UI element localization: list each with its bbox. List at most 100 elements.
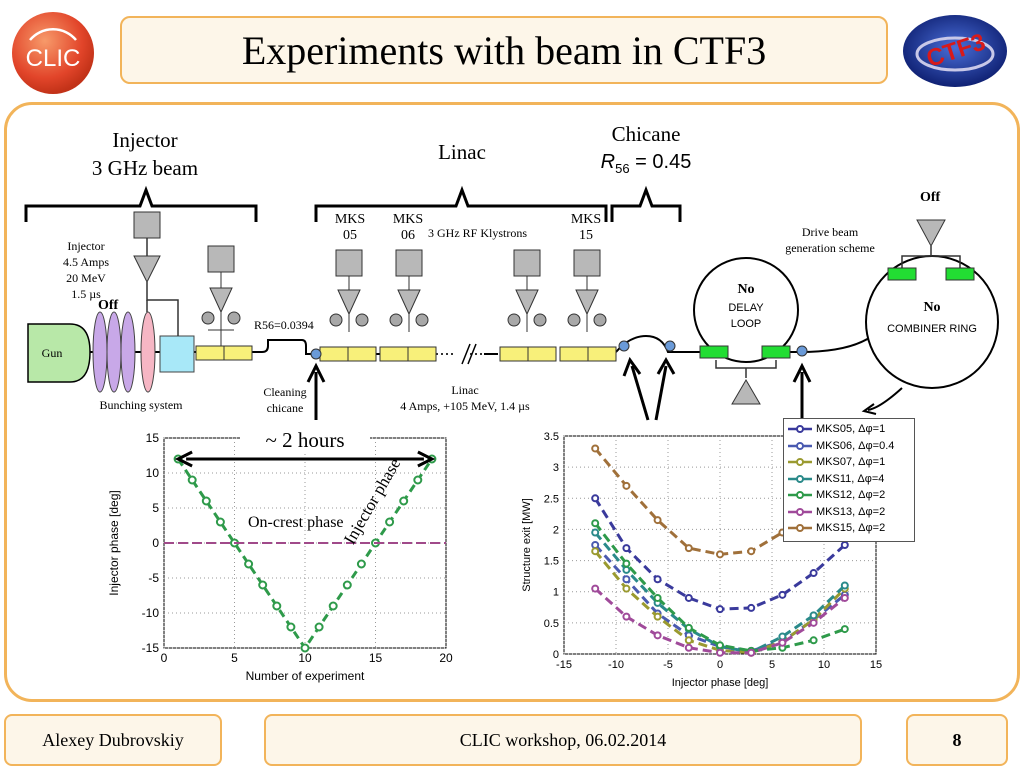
legend-label: MKS06, Δφ=0.4 <box>816 439 895 452</box>
legend-label: MKS07, Δφ=1 <box>816 456 886 469</box>
x-tick-label: 20 <box>439 651 453 665</box>
injector-klystron-icon <box>133 211 161 239</box>
y-tick-label: 5 <box>152 501 159 515</box>
accelerating-structure-icon <box>223 345 253 361</box>
y-tick-label: -15 <box>142 641 160 655</box>
x-axis-label: Number of experiment <box>246 669 365 683</box>
data-point <box>747 547 756 556</box>
x-tick-label: -10 <box>608 659 624 671</box>
data-point <box>653 612 662 621</box>
x-tick-label: 10 <box>818 659 830 671</box>
r56-label: R56=0.0394 <box>254 318 314 332</box>
data-point <box>840 625 849 634</box>
data-point <box>356 559 366 569</box>
legend-entry: MKS15, Δφ=2 <box>788 520 910 537</box>
footer-author: Alexey Dubrovskiy <box>4 714 222 766</box>
legend-swatch-marker <box>796 491 804 500</box>
legend-swatch <box>788 425 812 434</box>
bpm-icon <box>618 340 630 352</box>
data-point <box>622 565 631 574</box>
ctf3-logo: CTF3 <box>902 14 1008 88</box>
linac-specs: Linac 4 Amps, +105 MeV, 1.4 µs <box>400 383 530 413</box>
data-point <box>622 559 631 568</box>
data-point <box>328 601 338 611</box>
data-point <box>684 623 693 632</box>
data-point <box>840 593 849 602</box>
data-point <box>286 622 296 632</box>
data-point <box>591 494 600 503</box>
data-point <box>399 496 409 506</box>
y-tick-label: 0 <box>152 536 159 550</box>
buncher-icon <box>120 311 136 393</box>
legend-label: MKS05, Δφ=1 <box>816 423 886 436</box>
clic-logo-text: CLIC <box>26 45 81 72</box>
beam-line <box>90 261 931 355</box>
buncher-icon <box>92 311 108 393</box>
bunching-label: Bunching system <box>99 398 183 412</box>
y-axis-label: Structure exit [MW] <box>521 498 533 592</box>
legend-entry: MKS12, Δφ=2 <box>788 487 910 504</box>
cleaning-chicane-label: Cleaning chicane <box>263 385 307 415</box>
data-point <box>778 632 787 641</box>
data-point <box>778 638 787 647</box>
injector-specs: Injector 4.5 Amps 20 MeV 1.5 µs <box>62 239 109 301</box>
data-point <box>747 648 756 657</box>
data-point <box>187 475 197 485</box>
klystron-station-mks05 <box>319 249 377 362</box>
data-point <box>258 580 268 590</box>
legend-swatch <box>788 474 812 483</box>
y-tick-label: 10 <box>146 466 160 480</box>
rf-klystrons-label: 3 GHz RF Klystrons <box>428 226 528 240</box>
data-point <box>684 544 693 553</box>
beamline-diagram: Gun <box>24 185 999 421</box>
injector-off-label: Off <box>98 298 119 313</box>
legend-label: MKS15, Δφ=2 <box>816 522 886 535</box>
delay-rf-icon <box>731 379 761 405</box>
arrow-combiner-ring <box>867 387 903 411</box>
data-point <box>201 496 211 506</box>
data-point <box>591 541 600 549</box>
legend-swatch <box>788 524 812 533</box>
delay-loop-ring <box>693 257 799 363</box>
content-frame <box>4 102 1020 702</box>
data-point <box>622 584 631 593</box>
legend-entry: MKS13, Δφ=2 <box>788 504 910 521</box>
linac-break-icon <box>461 343 477 365</box>
data-point <box>244 559 254 569</box>
data-point <box>716 605 724 614</box>
legend-swatch-marker <box>796 458 804 467</box>
legend-entry: MKS06, Δφ=0.4 <box>788 438 910 455</box>
y-tick-label: -5 <box>148 571 159 585</box>
legend-swatch <box>788 507 812 516</box>
delay-loop-status: No <box>737 282 755 297</box>
data-point <box>653 516 662 525</box>
data-point <box>622 612 631 621</box>
data-point <box>716 641 724 650</box>
combiner-ring <box>865 255 999 389</box>
legend-entry: MKS11, Δφ=4 <box>788 471 910 488</box>
data-point <box>653 575 662 584</box>
legend-swatch <box>788 491 812 500</box>
x-tick-label: 15 <box>870 659 882 671</box>
legend-swatch-marker <box>796 524 804 533</box>
klystron-station-mks15 <box>559 249 617 362</box>
combiner-off-label: Off <box>920 190 941 205</box>
footer-event: CLIC workshop, 06.02.2014 <box>264 714 862 766</box>
y-tick-label: 2 <box>553 524 559 536</box>
on-crest-annotation: On-crest phase <box>248 514 344 531</box>
x-tick-label: 5 <box>231 651 238 665</box>
x-tick-label: 0 <box>161 651 168 665</box>
legend-label: MKS12, Δφ=2 <box>816 489 886 502</box>
data-point <box>622 544 631 553</box>
legend-entry: MKS05, Δφ=1 <box>788 421 910 438</box>
duration-annotation: ~ 2 hours <box>240 428 370 453</box>
page-number: 8 <box>906 714 1008 766</box>
buncher-icon <box>106 311 122 393</box>
y-tick-label: -10 <box>142 606 160 620</box>
legend-swatch-marker <box>796 441 804 450</box>
combiner-ring-label: COMBINER RING <box>887 323 977 335</box>
